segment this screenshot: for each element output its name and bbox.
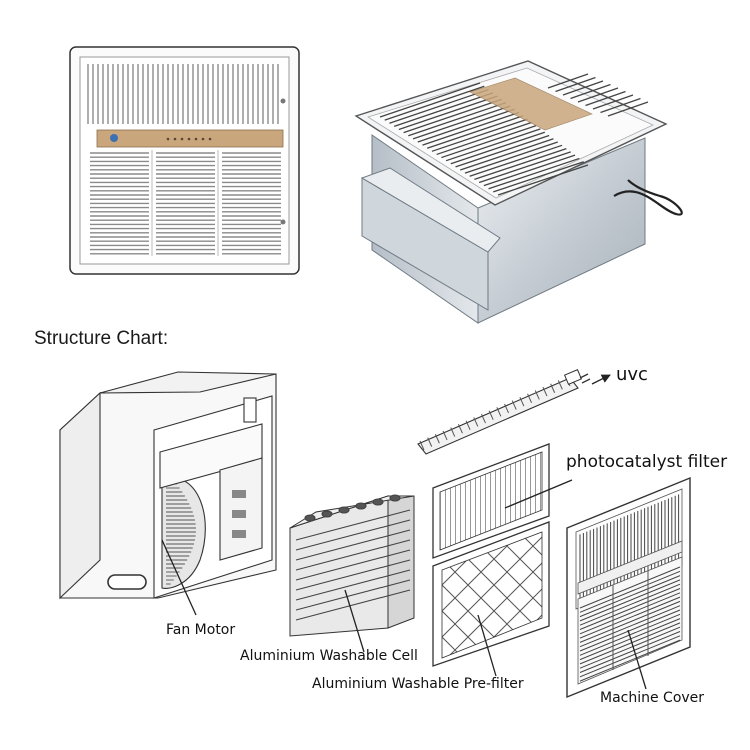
pre-filter-part: [432, 521, 550, 667]
label-washable-cell: Aluminium Washable Cell: [240, 648, 418, 664]
photocatalyst-filter-part: [432, 443, 550, 559]
label-pre-filter: Aluminium Washable Pre-filter: [312, 676, 524, 692]
leader-pre-filter: [477, 614, 497, 677]
leader-machine-cover: [627, 629, 647, 690]
lower-grille: [90, 152, 281, 255]
leader-photocatalyst: [504, 479, 573, 509]
fan-wheel: [161, 476, 206, 589]
label-uvc: uvc: [616, 364, 648, 385]
leader-lines: [161, 374, 647, 690]
upper-grille: [87, 64, 279, 124]
leader-uvc: [591, 374, 611, 385]
label-machine-cover: Machine Cover: [600, 690, 705, 706]
machine-cover-part: [566, 476, 691, 699]
label-fan-motor: Fan Motor: [166, 622, 236, 638]
leader-fan-motor: [161, 539, 197, 616]
unit-3d-photo: [354, 60, 683, 324]
housing-part: [59, 371, 277, 600]
front-panel-photo: [69, 46, 300, 275]
uvc-lamp-part: [417, 369, 591, 455]
structure-chart-title: Structure Chart:: [34, 328, 169, 349]
label-photocatalyst-filter: photocatalyst filter: [566, 452, 728, 472]
leader-washable-cell: [344, 589, 365, 653]
washable-cell-part: [289, 494, 415, 637]
